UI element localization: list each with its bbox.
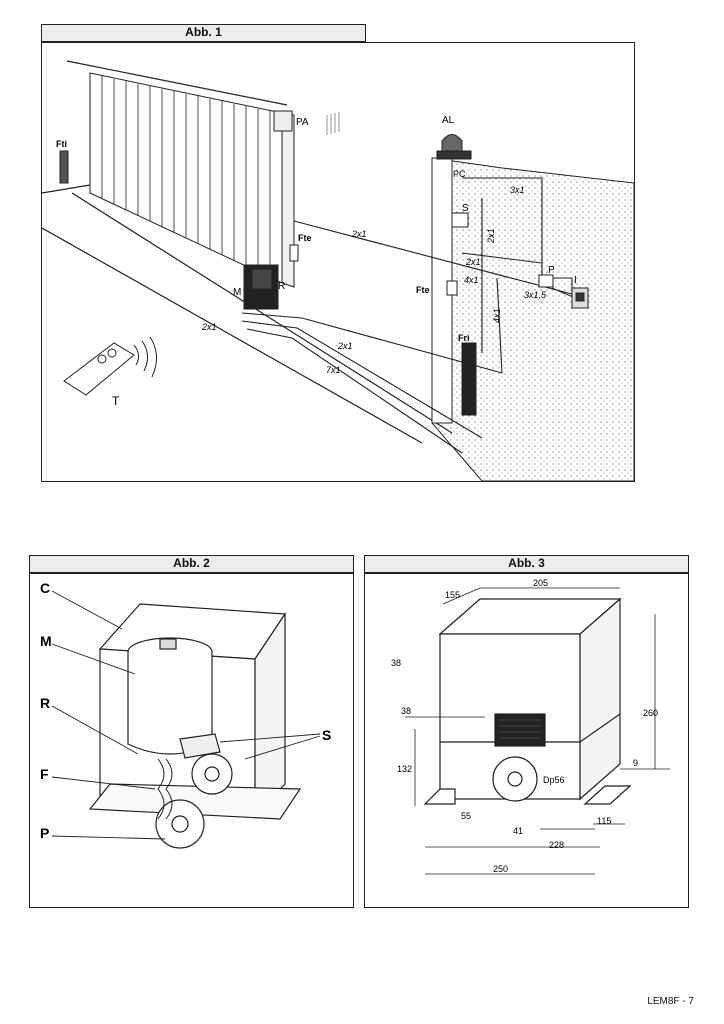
fig1-title: Abb. 1 — [41, 24, 366, 42]
sliding-gate — [89, 72, 295, 288]
fig1-drawing: PA AL PC Fti S Fte Fte M R P I Fri T 2x1… — [42, 60, 634, 481]
cable-2x1-low: 2x1 — [337, 341, 353, 351]
label-pa: PA — [296, 117, 309, 128]
cable-7x1: 7x1 — [326, 365, 341, 375]
dim-dp56: Dp56 — [543, 775, 565, 785]
main-switch-i — [571, 287, 589, 309]
remote-transmitter-t — [63, 342, 135, 396]
dim-55: 55 — [461, 811, 471, 821]
cable-4x1-short: 4x1 — [464, 275, 479, 285]
fig3-title: Abb. 3 — [364, 555, 689, 573]
dim-38b: 38 — [401, 706, 411, 716]
label-r: R — [40, 695, 50, 711]
pushbutton-p — [538, 274, 554, 288]
fig2-drawing: C M R F P S — [40, 580, 331, 849]
label-pc: PC — [453, 169, 466, 179]
dim-38a: 38 — [391, 658, 401, 668]
fig3-drawing: 205 155 38 38 260 132 9 Dp56 55 41 115 2… — [391, 578, 670, 875]
label-r: R — [278, 281, 285, 292]
fig1-frame: PA AL PC Fti S Fte Fte M R P I Fri T 2x1… — [41, 42, 635, 482]
dim-41: 41 — [513, 826, 523, 836]
label-m: M — [233, 287, 241, 298]
cable-2x1-mid: 2x1 — [465, 257, 481, 267]
fig2-frame: C M R F P S — [29, 573, 354, 908]
label-fte-gate: Fte — [298, 233, 312, 243]
photocell-fti — [59, 150, 69, 184]
label-f: F — [40, 766, 49, 782]
dim-115: 115 — [597, 816, 611, 826]
photocell-fte-gate — [289, 244, 299, 262]
cable-3x1-5: 3x1,5 — [524, 290, 547, 300]
label-fri: Fri — [458, 333, 470, 343]
cable-2x1-top: 2x1 — [351, 229, 367, 239]
motor-m — [243, 264, 279, 310]
cable-2x1-vert: 2x1 — [486, 228, 496, 244]
label-s: S — [322, 727, 331, 743]
photocell-fri — [461, 342, 477, 416]
label-m: M — [40, 633, 52, 649]
label-s: S — [462, 203, 469, 214]
dim-205: 205 — [533, 578, 548, 588]
dim-155: 155 — [445, 590, 460, 600]
dim-9: 9 — [633, 758, 638, 768]
label-p: P — [40, 825, 49, 841]
dim-250: 250 — [493, 864, 508, 874]
page-footer: LEM8F - 7 — [647, 996, 694, 1007]
fig3-frame: 205 155 38 38 260 132 9 Dp56 55 41 115 2… — [364, 573, 689, 908]
cable-4x1-vert: 4x1 — [492, 308, 502, 323]
label-fti: Fti — [56, 139, 67, 149]
label-i: I — [574, 275, 577, 286]
dim-228: 228 — [549, 840, 564, 850]
dim-132: 132 — [397, 764, 412, 774]
fig2-title: Abb. 2 — [29, 555, 354, 573]
cable-2x1-remote: 2x1 — [201, 322, 217, 332]
flashing-light-al — [436, 134, 472, 160]
label-al: AL — [442, 115, 455, 126]
label-c: C — [40, 580, 50, 596]
dim-260: 260 — [643, 708, 658, 718]
label-t: T — [112, 394, 120, 408]
photocell-fte-wall — [446, 280, 458, 296]
cable-3x1: 3x1 — [510, 185, 525, 195]
label-fte-wall: Fte — [416, 285, 430, 295]
label-p: P — [548, 265, 555, 276]
key-switch-s — [451, 212, 469, 228]
